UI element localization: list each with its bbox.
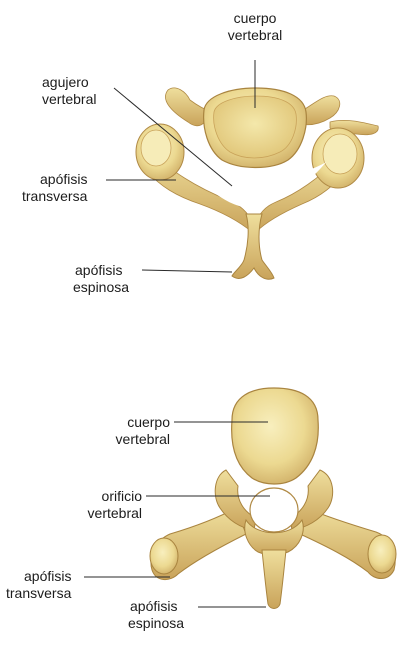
bottom-vertebral-foramen <box>250 488 298 532</box>
bottom-spinous-process <box>262 550 286 609</box>
cervical-vertebra <box>136 88 378 279</box>
bottom-spinous-label-line2: espinosa <box>128 615 184 632</box>
top-body-label-line1: cuerpo <box>215 10 295 27</box>
top-transverse-label-line2: transversa <box>22 188 87 205</box>
top-spinous-process <box>232 214 274 279</box>
bottom-foramen-label-line1: orificio <box>66 488 142 505</box>
bottom-body-label-line1: cuerpo <box>96 414 170 431</box>
bottom-body-label: cuerpo vertebral <box>96 414 170 448</box>
top-transverse-label: apófisis transversa <box>22 171 87 205</box>
top-spinous-label-line1: apófisis <box>73 262 129 279</box>
thoracic-vertebra <box>150 388 396 609</box>
bottom-spinous-label-line1: apófisis <box>128 598 184 615</box>
top-foramen-label-line2: vertebral <box>42 91 96 108</box>
top-transverse-label-line1: apófisis <box>22 171 87 188</box>
bottom-vertebral-body <box>232 388 319 484</box>
top-spinous-label: apófisis espinosa <box>73 262 129 296</box>
bottom-transverse-label-line2: transversa <box>6 585 71 602</box>
bottom-body-label-line2: vertebral <box>96 431 170 448</box>
bottom-foramen-label-line2: vertebral <box>66 505 142 522</box>
top-body-label: cuerpo vertebral <box>215 10 295 44</box>
top-body-label-line2: vertebral <box>215 27 295 44</box>
top-spinous-leader <box>142 270 232 272</box>
top-foramen-label: agujero vertebral <box>42 74 96 108</box>
bottom-foramen-label: orificio vertebral <box>66 488 142 522</box>
bottom-transverse-label: apófisis transversa <box>6 568 71 602</box>
top-foramen-label-line1: agujero <box>42 74 96 91</box>
bottom-spinous-label: apófisis espinosa <box>128 598 184 632</box>
top-spinous-label-line2: espinosa <box>73 279 129 296</box>
bottom-transverse-label-line1: apófisis <box>6 568 71 585</box>
